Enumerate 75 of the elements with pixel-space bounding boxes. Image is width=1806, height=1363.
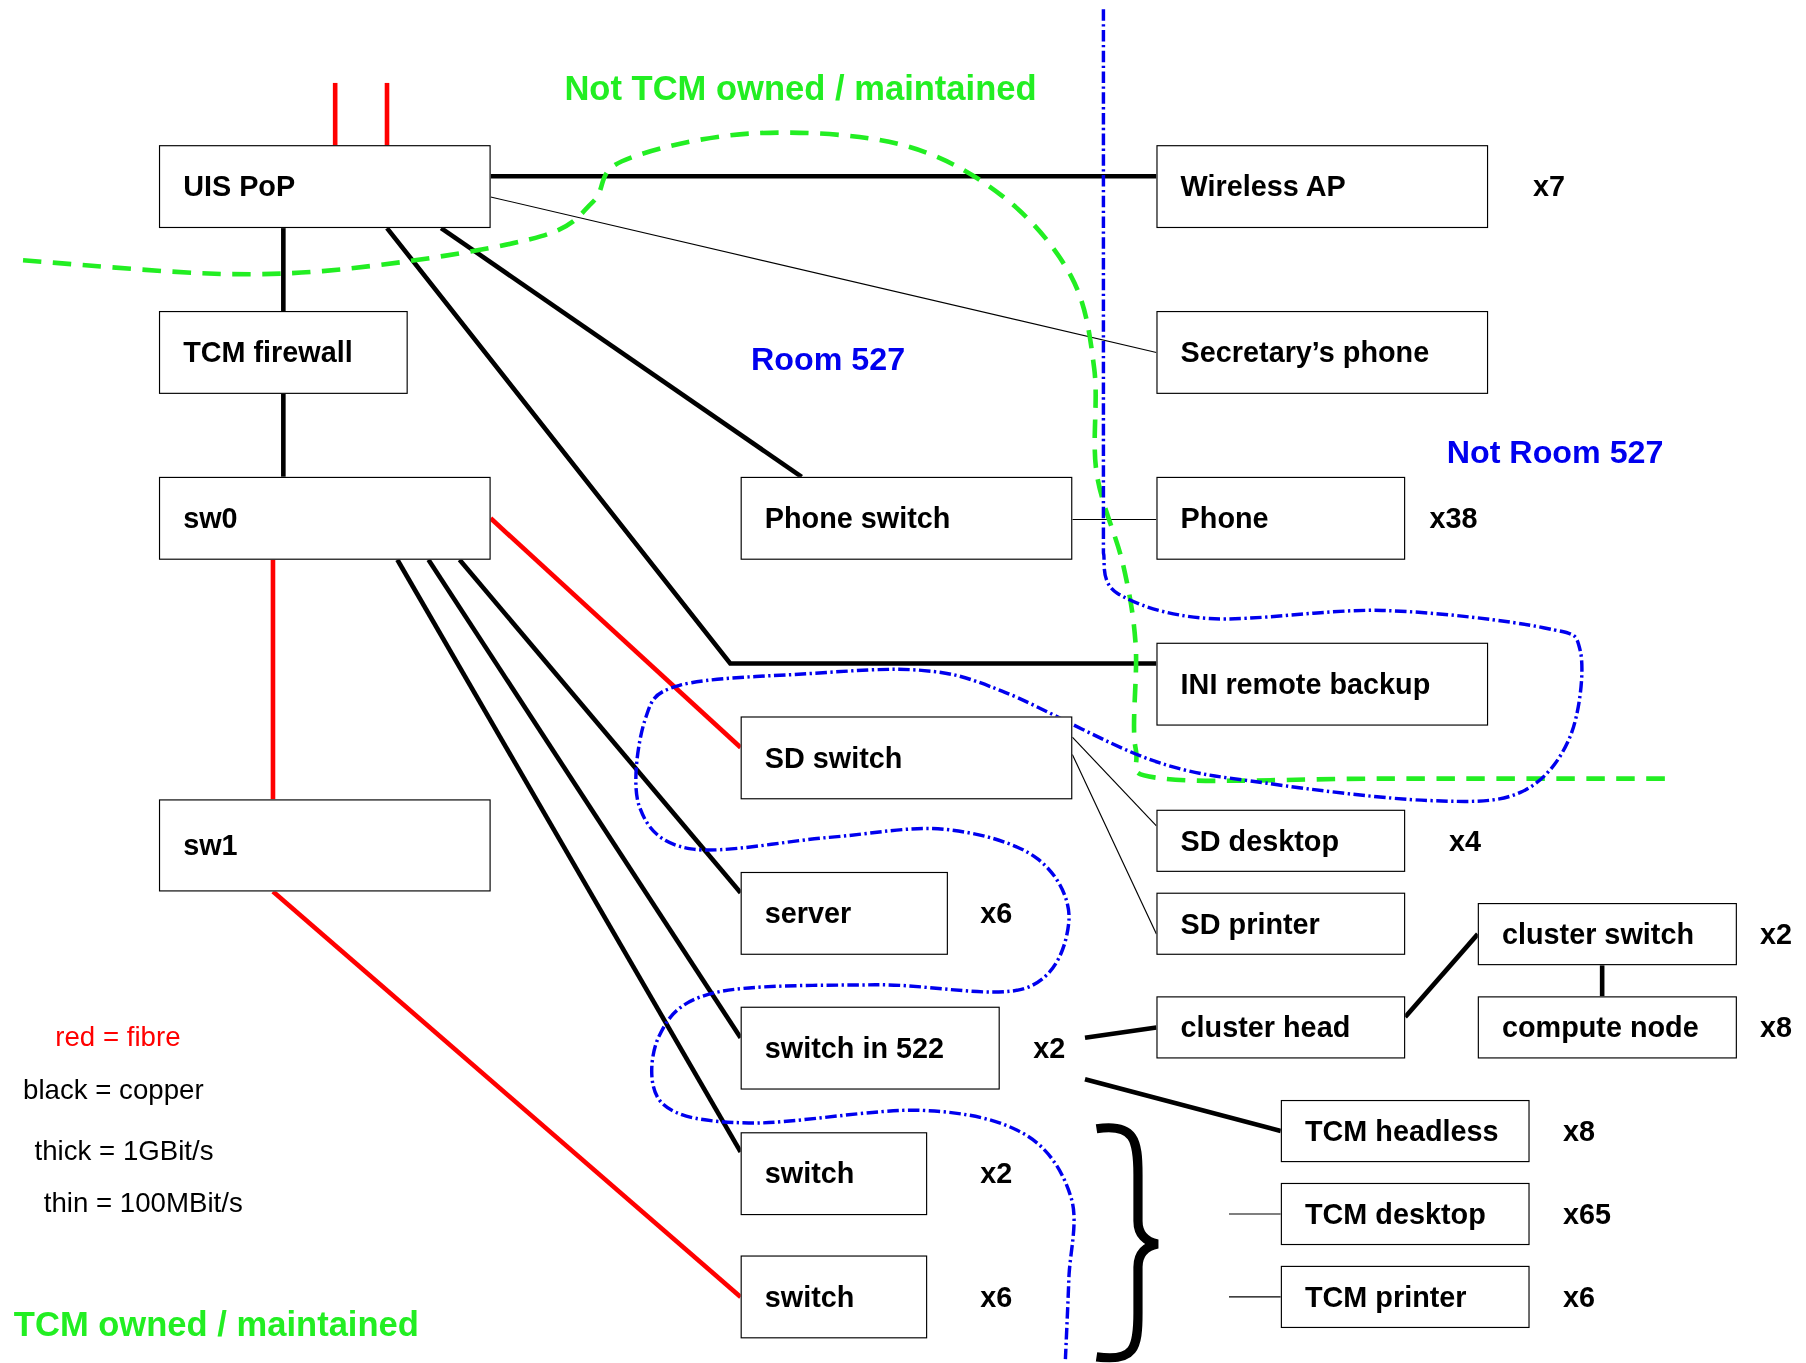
zone-label: Not Room 527 <box>1446 434 1664 472</box>
count-label: x8 <box>1563 1114 1596 1148</box>
device-label: TCM desktop <box>1305 1197 1486 1231</box>
device-label: Phone switch <box>764 501 951 535</box>
device-box <box>158 799 491 892</box>
count-label: x7 <box>1533 169 1566 204</box>
cable-line <box>1071 518 1157 521</box>
device-label: sw1 <box>183 828 238 863</box>
device-label: sw0 <box>183 501 238 535</box>
device-label: INI remote backup <box>1180 667 1431 701</box>
count-label: x6 <box>980 1280 1013 1314</box>
cable-line <box>490 196 1157 354</box>
cable-line <box>271 889 743 1299</box>
count-label: x2 <box>1033 1031 1066 1065</box>
count-label: x2 <box>1759 917 1792 951</box>
cable-line <box>281 228 286 311</box>
device-label: SD switch <box>764 741 903 775</box>
device-label: TCM firewall <box>183 335 353 370</box>
cable-line <box>1071 753 1157 935</box>
count-label: x6 <box>980 896 1013 931</box>
device-label: Wireless AP <box>1180 169 1346 204</box>
device-label: compute node <box>1501 1010 1699 1045</box>
device-label: switch <box>764 1157 855 1191</box>
cable-line <box>395 558 743 1153</box>
device-label: SD printer <box>1180 907 1320 941</box>
device-box <box>740 476 1073 560</box>
count-label: x65 <box>1563 1197 1612 1231</box>
device-label: Phone <box>1180 501 1269 535</box>
cable-line <box>1599 965 1605 997</box>
device-label: TCM printer <box>1305 1280 1467 1314</box>
device-label: SD desktop <box>1180 824 1339 858</box>
cable-line <box>490 173 1157 179</box>
device-label: Secretary’s phone <box>1180 335 1430 370</box>
legend-text: thin = 100MBit/s <box>43 1186 243 1219</box>
cable-line <box>270 559 276 800</box>
device-label: cluster switch <box>1501 917 1694 951</box>
count-label: x6 <box>1563 1280 1596 1314</box>
count-label: x4 <box>1448 824 1481 858</box>
cable-line <box>426 558 743 1040</box>
cable-line <box>281 393 286 477</box>
cable-line <box>457 558 743 895</box>
count-label: x8 <box>1759 1010 1792 1045</box>
device-box <box>158 311 408 394</box>
zone-label: Not TCM owned / maintained <box>564 69 1037 109</box>
cable-line <box>1228 1296 1282 1298</box>
cable-line <box>1071 736 1157 827</box>
device-box <box>158 476 491 560</box>
cable-line <box>1084 1077 1282 1134</box>
cable-line <box>384 82 390 146</box>
device-label: switch in 522 <box>764 1031 945 1065</box>
count-label: x38 <box>1429 501 1478 535</box>
cable-line <box>489 516 743 750</box>
device-box <box>1156 642 1489 726</box>
device-label: switch <box>764 1280 855 1314</box>
zone-label: TCM owned / maintained <box>13 1305 419 1345</box>
cable-line <box>1228 1213 1282 1215</box>
device-box <box>1156 892 1406 955</box>
device-box <box>1156 996 1406 1059</box>
device-label: cluster head <box>1180 1010 1351 1045</box>
device-box <box>158 145 491 229</box>
cable-line <box>1403 932 1480 1019</box>
legend-text: red = fibre <box>55 1020 181 1053</box>
device-box <box>1156 311 1489 394</box>
legend-text: black = copper <box>23 1073 204 1106</box>
count-label: x2 <box>980 1157 1013 1191</box>
device-label: server <box>764 896 852 931</box>
zone-label: Room 527 <box>750 340 906 378</box>
device-label: TCM headless <box>1305 1114 1499 1148</box>
device-label: UIS PoP <box>183 169 296 204</box>
device-box <box>740 716 1073 800</box>
cable-line <box>1084 1025 1157 1041</box>
cable-line <box>385 226 1157 666</box>
cable-line <box>439 226 803 479</box>
legend-text: thick = 1GBit/s <box>34 1134 214 1167</box>
cable-line <box>332 82 338 146</box>
